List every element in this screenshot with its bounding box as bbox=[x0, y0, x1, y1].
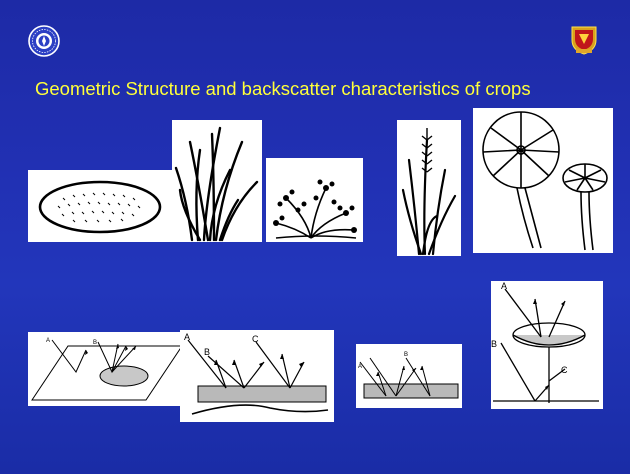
ray-label-a: A bbox=[358, 364, 362, 370]
lotus-leaves-illustration bbox=[473, 108, 613, 253]
grass-illustration bbox=[172, 120, 262, 242]
ray-label-b: B bbox=[491, 339, 497, 349]
ray-label-b: B bbox=[93, 340, 97, 346]
shrub-illustration bbox=[266, 158, 363, 242]
ray-label-a: A bbox=[184, 332, 190, 342]
soil-ellipse-illustration bbox=[28, 170, 178, 242]
flat-field-scattering-diagram: A B bbox=[28, 332, 186, 406]
lotus-leaf-scattering-diagram: A B C bbox=[491, 281, 603, 409]
ray-label-a: A bbox=[46, 338, 50, 344]
stem-layer-scattering-diagram: A B C bbox=[180, 330, 334, 422]
ray-label-b: B bbox=[204, 347, 210, 357]
wheat-illustration bbox=[397, 120, 461, 256]
thin-layer-scattering-diagram: A B bbox=[356, 344, 462, 408]
slide-title: Geometric Structure and backscatter char… bbox=[35, 78, 615, 100]
ray-label-b: B bbox=[404, 352, 408, 358]
ray-label-c: C bbox=[561, 365, 568, 375]
university-crest-logo bbox=[568, 24, 600, 56]
ray-label-c: C bbox=[252, 334, 259, 344]
ray-label-a: A bbox=[501, 281, 507, 291]
university-seal-logo bbox=[28, 25, 60, 57]
